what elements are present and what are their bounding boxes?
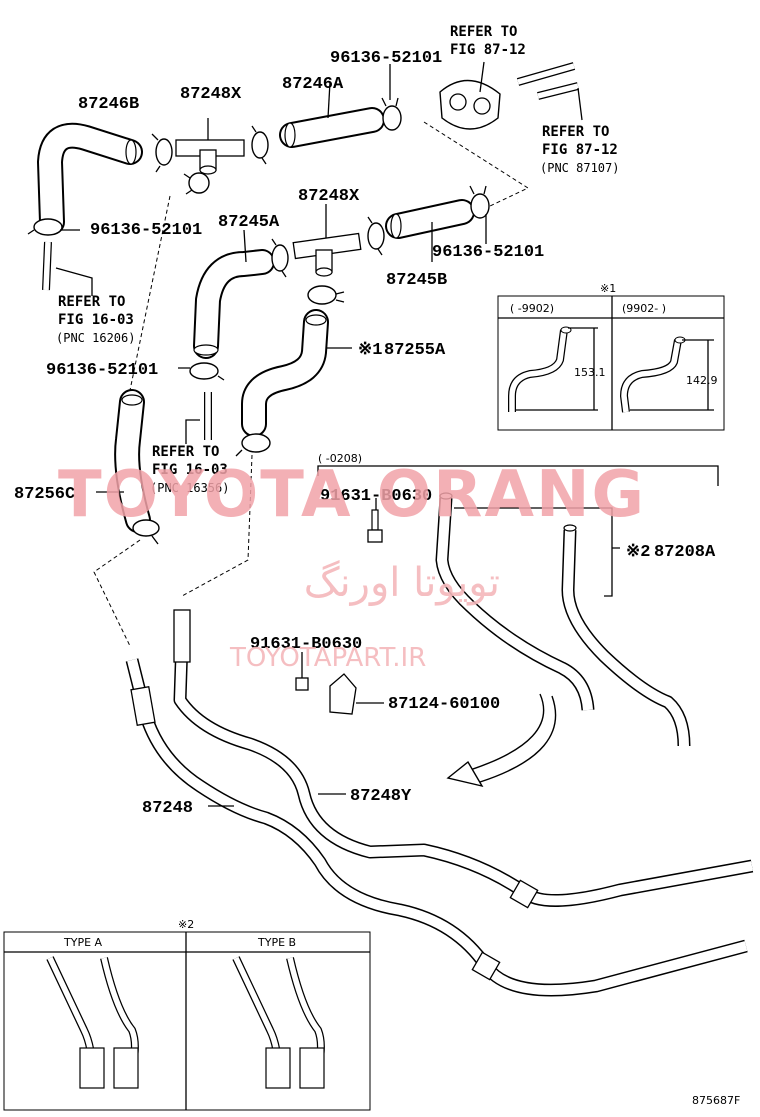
inset2-type-b: TYPE B: [257, 936, 296, 949]
connection-dashed-line: [423, 121, 530, 207]
ref-fig-16-03-b-line1: REFER TO: [152, 444, 219, 460]
clamp-icon: [469, 185, 490, 244]
clamp-icon: [235, 433, 271, 457]
bolt-icon: [295, 652, 309, 691]
clamp-icon: [251, 125, 269, 165]
clamp-icon: [367, 216, 385, 256]
ref-fig-16-03-a-line2: FIG 16-03: [58, 312, 134, 328]
tee-joint-87248X-mid: [292, 204, 362, 277]
label-87246A: 87246A: [282, 75, 344, 94]
watermark-brand: TOYOTA ORANG: [58, 458, 646, 532]
tee-joint-87248X-top: [175, 118, 245, 175]
inset1-col-right: (9902- ): [622, 302, 666, 315]
watermark-persian: تویوتا اورنگ: [304, 560, 500, 606]
pipe-87248: [125, 658, 748, 997]
clamp-icon: [178, 362, 225, 381]
label-87208A: 87208A: [654, 543, 716, 562]
label-96136-right: 96136-52101: [432, 243, 544, 262]
bolt-icon: [367, 498, 383, 543]
ref-fig-87-12-a-line2: FIG 87-12: [450, 42, 526, 58]
hose-87246A: [279, 81, 385, 148]
clamp-icon: [151, 133, 173, 173]
hose-87245B: [385, 199, 475, 262]
direction-arrow-icon: [446, 693, 557, 788]
label-91631-b: 91631-B0630: [250, 635, 362, 654]
clamp-icon: [183, 172, 210, 195]
label-96136-lower: 96136-52101: [46, 361, 158, 380]
ref-fig-16-03-b-pnc: (PNC 16356): [150, 481, 229, 495]
pipe-stub-fig16-03-b: [185, 392, 212, 444]
clamp-icon: [132, 519, 160, 545]
label-87248X-mid: 87248X: [298, 187, 360, 206]
label-96136-top: 96136-52101: [330, 49, 442, 68]
hose-87246B: [37, 122, 143, 235]
inset1-title: ※1: [600, 282, 616, 295]
label-87248X-top: 87248X: [180, 85, 242, 104]
inset2-title: ※2: [178, 918, 194, 931]
range-bracket: [317, 465, 719, 486]
label-87245B: 87245B: [386, 271, 447, 290]
ref-fig-16-03-a-pnc: (PNC 16206): [56, 331, 135, 345]
clamp-icon: [381, 64, 402, 131]
ref-fig-87-12-b-line2: FIG 87-12: [542, 142, 618, 158]
inset1-dim-left: 153.1: [574, 366, 606, 379]
clamp-icon: [307, 285, 345, 305]
label-87248: 87248: [142, 799, 193, 818]
figure-code: 875687F: [692, 1094, 740, 1107]
ref-fig-87-12-a-line1: REFER TO: [450, 24, 517, 40]
inset-note-2: [3, 931, 371, 1111]
clip-87124-icon: [329, 673, 384, 715]
label-91631-a: 91631-B0630: [320, 487, 432, 506]
ref-fig-16-03-b-line2: FIG 16-03: [152, 462, 228, 478]
pipe-87208A: [435, 492, 691, 747]
label-87124-60100: 87124-60100: [388, 695, 500, 714]
label-87246B: 87246B: [78, 95, 139, 114]
label-87256C: 87256C: [14, 485, 75, 504]
hose-87255A: [241, 309, 352, 437]
connection-dashed-line: [93, 539, 141, 647]
pipe-87248Y: [173, 609, 754, 909]
hose-87256C: [96, 389, 151, 533]
watermark-url: TOYOTAPART.IR: [229, 643, 426, 673]
label-87245A: 87245A: [218, 213, 280, 232]
label-96136-left: 96136-52101: [90, 221, 202, 240]
pipe-stub-fig16-03: [42, 241, 93, 296]
label-87255A: 87255A: [384, 341, 446, 360]
inset1-col-left: ( -9902): [510, 302, 554, 315]
label-87248Y: 87248Y: [350, 787, 412, 806]
ref-fig-87-12-b-line1: REFER TO: [542, 124, 609, 140]
grommet-icon: [439, 61, 501, 130]
inset-note-1: [497, 295, 725, 431]
inset2-type-a: TYPE A: [63, 936, 103, 949]
clamp-icon: [27, 218, 80, 236]
connection-dashed-line: [181, 454, 253, 597]
inset1-dim-right: 142.9: [686, 374, 718, 387]
range-label: ( -0208): [318, 452, 362, 465]
ref-fig-87-12-b-pnc: (PNC 87107): [540, 161, 619, 175]
clamp-icon: [271, 238, 289, 278]
ref-fig-16-03-a-line1: REFER TO: [58, 294, 125, 310]
hose-87245A: [193, 229, 275, 359]
note-mark-2: ※2: [626, 543, 650, 562]
note-mark-1: ※1: [358, 341, 382, 360]
heater-pipe-stubs: [516, 62, 583, 121]
